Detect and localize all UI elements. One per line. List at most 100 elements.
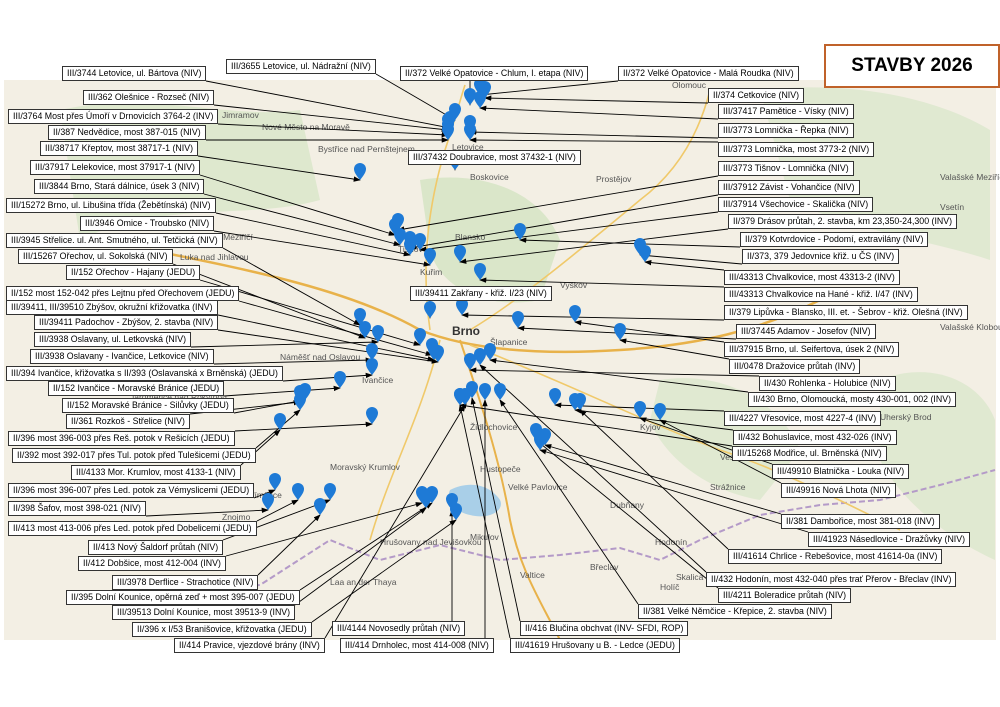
location-pin-icon[interactable]: [654, 403, 666, 420]
leader-arrow: [470, 397, 521, 622]
map-place-name: Břeclav: [590, 562, 619, 572]
location-pin-icon[interactable]: [464, 123, 476, 140]
location-pin-icon[interactable]: [414, 233, 426, 250]
leader-arrow: [238, 300, 433, 356]
location-pin-icon[interactable]: [354, 163, 366, 180]
location-pin-icon[interactable]: [354, 308, 366, 325]
leader-arrow: [574, 320, 725, 343]
country-border: [199, 469, 996, 591]
leader-arrow: [469, 129, 719, 139]
location-pin-icon[interactable]: [454, 388, 466, 405]
location-pin-icon[interactable]: [294, 393, 306, 410]
forest-area: [880, 372, 995, 560]
project-label: II/379 Lipůvka - Blansko, III. et. - Šeb…: [724, 305, 968, 320]
leader-arrow: [217, 329, 439, 364]
location-pin-icon[interactable]: [292, 483, 304, 500]
project-label: III/3744 Letovice, ul. Bártova (NIV): [62, 66, 207, 81]
project-label: III/15267 Ořechov, ul. Sokolská (NIV): [18, 249, 173, 264]
leader-arrow: [659, 419, 782, 484]
location-pin-icon[interactable]: [569, 305, 581, 322]
location-pin-icon[interactable]: [366, 358, 378, 375]
map-place-name: Uherský Brod: [880, 412, 932, 422]
location-pin-icon[interactable]: [454, 245, 466, 262]
project-label: III/4133 Mor. Krumlov, most 4133-1 (NIV): [71, 465, 241, 480]
location-pin-icon[interactable]: [404, 238, 416, 255]
map-place-name: Šlapanice: [490, 337, 528, 347]
project-label: III/39411 Zakřany - křiž. I/23 (NIV): [410, 286, 552, 301]
location-pin-icon[interactable]: [456, 298, 468, 315]
location-pin-icon[interactable]: [372, 325, 384, 342]
location-pin-icon[interactable]: [414, 328, 426, 345]
location-pin-icon[interactable]: [394, 228, 406, 245]
location-pin-icon[interactable]: [424, 248, 436, 265]
location-pin-icon[interactable]: [424, 301, 436, 318]
location-pin-icon[interactable]: [479, 383, 491, 400]
location-pin-icon[interactable]: [574, 393, 586, 410]
leader-arrow: [203, 193, 401, 247]
project-label: III/4144 Novosedly průtah (NIV): [332, 621, 466, 636]
project-label: III/37417 Pamětice - Vísky (NIV): [718, 104, 854, 119]
location-pin-icon[interactable]: [359, 321, 371, 338]
map-place-name: Vsetín: [940, 202, 964, 212]
location-pin-icon[interactable]: [334, 371, 346, 388]
map-place-name: Hustopeče: [480, 464, 521, 474]
project-label: III/3946 Omice - Troubsko (NIV): [80, 216, 215, 231]
location-pin-icon[interactable]: [314, 498, 326, 515]
location-pin-icon[interactable]: [614, 323, 626, 340]
project-label: II/432 Hodonín, most 432-040 přes trať P…: [706, 572, 957, 587]
location-pin-icon[interactable]: [442, 123, 454, 140]
leader-arrow: [213, 357, 373, 365]
map-place-name: Židlochovice: [470, 422, 518, 432]
location-pin-icon[interactable]: [366, 343, 378, 360]
map-place-name: Holíč: [660, 582, 680, 592]
location-pin-icon[interactable]: [639, 245, 651, 262]
location-pin-icon[interactable]: [269, 473, 281, 490]
map-place-name: Náměšť nad Oslavou: [280, 352, 360, 362]
leader-arrow: [517, 325, 737, 340]
project-label: II/392 most 392-017 přes Tul. potok před…: [12, 448, 256, 463]
project-label: II/372 Velké Opatovice - Malá Roudka (NI…: [618, 66, 799, 81]
map-place-name: Jaroměřice nad Rokytnou: [130, 392, 227, 402]
location-pin-icon[interactable]: [530, 423, 542, 440]
location-pin-icon[interactable]: [464, 88, 476, 105]
leader-arrow: [489, 358, 749, 393]
map-place-name: Ivančice: [362, 375, 393, 385]
leader-arrow: [461, 312, 725, 321]
location-pin-icon[interactable]: [514, 223, 526, 240]
map-place-name: Laa an der Thaya: [330, 577, 397, 587]
map-place-name: Bystřice nad Pernštejnem: [318, 144, 415, 154]
location-pin-icon[interactable]: [634, 401, 646, 418]
location-pin-icon[interactable]: [432, 345, 444, 362]
location-pin-icon[interactable]: [262, 493, 274, 510]
location-pin-icon[interactable]: [450, 503, 462, 520]
location-pin-icon[interactable]: [484, 343, 496, 360]
project-label: II/413 Nový Šaldorf průtah (NIV): [88, 540, 224, 555]
location-pin-icon[interactable]: [512, 311, 524, 328]
map-place-name: Valašské Klobouky: [940, 322, 1000, 332]
location-pin-icon[interactable]: [464, 353, 476, 370]
leader-arrow: [499, 399, 639, 605]
location-pin-icon[interactable]: [324, 483, 336, 500]
leader-arrow: [217, 314, 435, 362]
location-pin-icon[interactable]: [420, 491, 432, 508]
project-label: III/4227 Vřesovice, most 4227-4 (INV): [724, 411, 882, 426]
leader-arrow: [257, 514, 321, 576]
location-pin-icon[interactable]: [474, 91, 486, 108]
leader-arrow: [234, 421, 373, 432]
leader-arrow: [282, 372, 373, 382]
location-pin-icon[interactable]: [392, 213, 404, 230]
project-label: III/37445 Adamov - Josefov (NIV): [736, 324, 876, 339]
location-pin-icon[interactable]: [474, 348, 486, 365]
leader-arrow: [256, 499, 299, 522]
project-label: II/416 Blučina obchvat (INV- SFDI, ROP): [520, 621, 689, 636]
leader-arrow: [311, 519, 457, 623]
leader-arrow: [479, 80, 619, 98]
project-label: III/15268 Modřice, ul. Brněnská (NIV): [732, 446, 887, 461]
location-pin-icon[interactable]: [366, 407, 378, 424]
location-pin-icon[interactable]: [274, 413, 286, 430]
map-place-name: Nové Město na Moravě: [262, 122, 350, 132]
location-pin-icon[interactable]: [549, 388, 561, 405]
location-pin-icon[interactable]: [494, 383, 506, 400]
leader-arrow: [469, 367, 760, 377]
location-pin-icon[interactable]: [474, 263, 486, 280]
